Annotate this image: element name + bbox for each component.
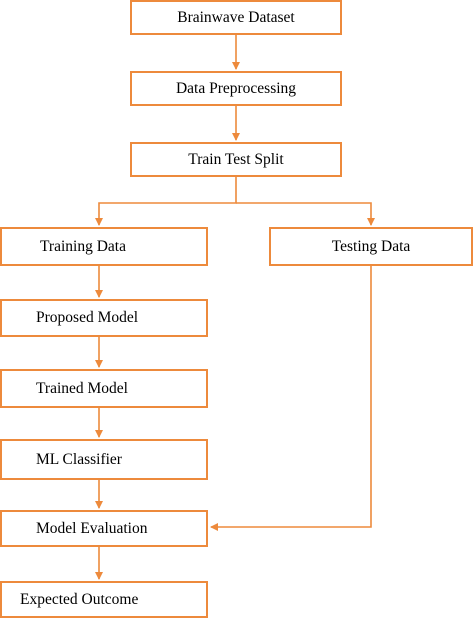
node-data-preprocessing: Data Preprocessing [130,71,342,106]
node-testing-data: Testing Data [269,227,473,266]
node-proposed-model: Proposed Model [0,299,208,337]
node-label: Brainwave Dataset [177,8,295,26]
node-label: Training Data [40,237,126,255]
node-label: Expected Outcome [20,590,139,608]
node-label: Data Preprocessing [175,79,297,97]
node-train-test-split: Train Test Split [130,142,342,177]
node-trained-model: Trained Model [0,369,208,408]
node-label: Trained Model [36,379,128,397]
node-training-data: Training Data [0,227,208,266]
node-expected-outcome: Expected Outcome [0,581,208,618]
node-model-evaluation: Model Evaluation [0,510,208,547]
node-label: ML Classifier [36,450,122,468]
arrow-split-to-testing [236,202,375,226]
node-label: Proposed Model [36,309,139,326]
node-brainwave-dataset: Brainwave Dataset [130,0,342,35]
arrow-split-branch [95,177,237,226]
arrow-testing-to-evaluation [210,266,372,531]
node-label: Model Evaluation [36,519,148,537]
node-label: Testing Data [331,237,411,255]
node-ml-classifier: ML Classifier [0,439,208,480]
node-label: Train Test Split [188,150,284,168]
